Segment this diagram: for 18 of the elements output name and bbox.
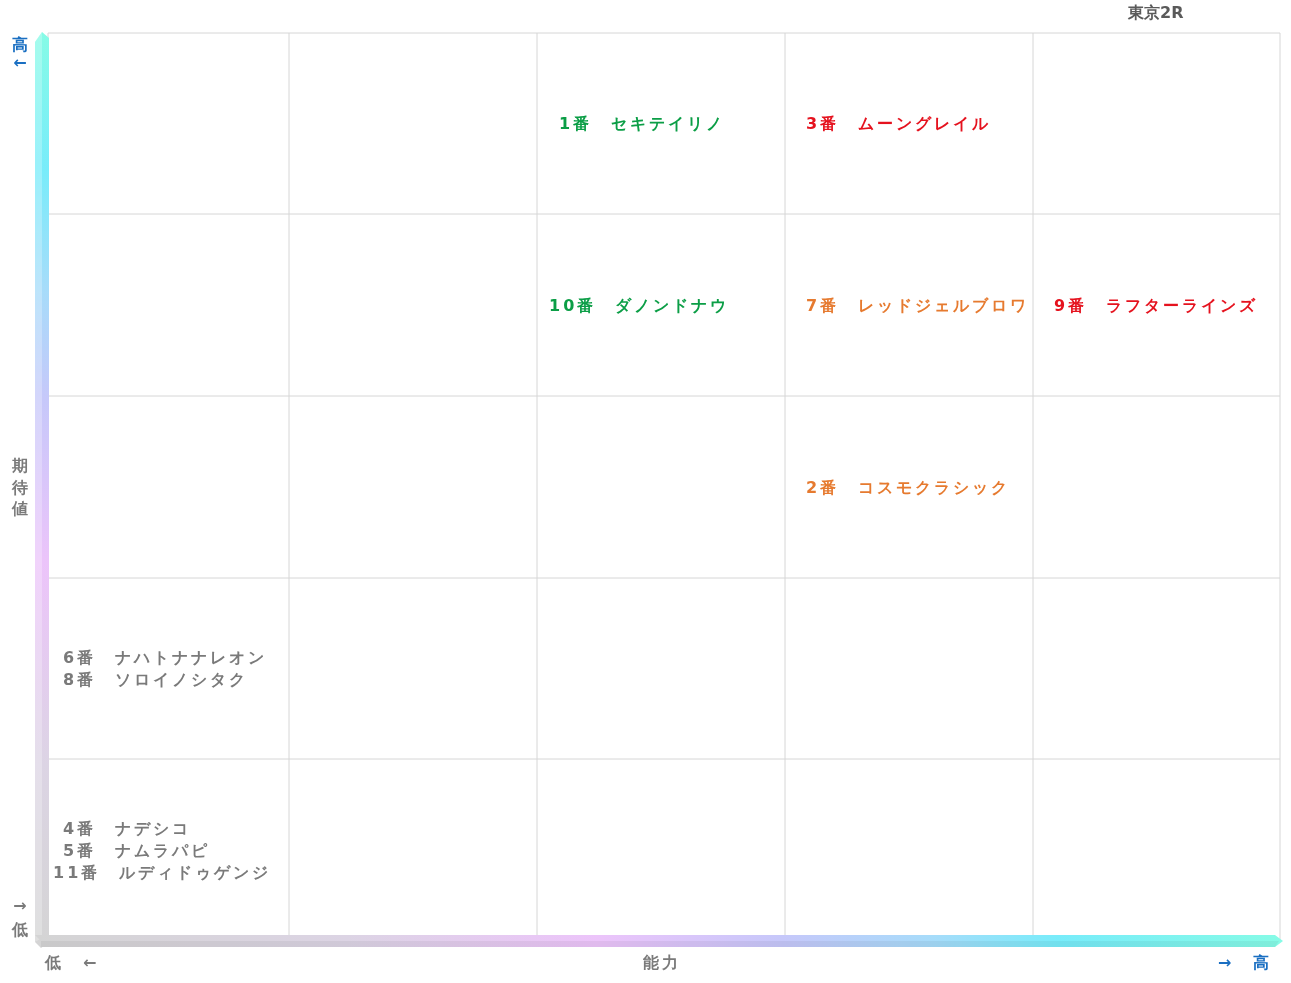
entry-label: 3番 ムーングレイル bbox=[806, 113, 992, 135]
chart-title: 東京2R bbox=[1128, 2, 1184, 24]
axis-label: →低 bbox=[11, 895, 29, 941]
axis-title: 能力 bbox=[643, 952, 681, 974]
axis-title: 期待値 bbox=[11, 455, 29, 520]
entry-label: 1番 セキテイリノ bbox=[559, 113, 726, 135]
entry-label: 11番 ルディドゥゲンジ bbox=[53, 862, 272, 884]
entry-label: 9番 ラフターラインズ bbox=[1054, 295, 1259, 317]
entry-label: 4番 ナデシコ bbox=[63, 818, 192, 840]
entry-label: 2番 コスモクラシック bbox=[806, 477, 1011, 499]
entry-label: 7番 レッドジェルブロワ bbox=[806, 295, 1030, 317]
entry-label: 6番 ナハトナナレオン bbox=[63, 647, 268, 669]
axis-label: 低 ← bbox=[45, 952, 100, 974]
axis-label: → 高 bbox=[1218, 952, 1273, 974]
entry-label: 10番 ダノンドナウ bbox=[549, 295, 730, 317]
entry-label: 5番 ナムラパピ bbox=[63, 840, 211, 862]
axis-label: 高← bbox=[11, 36, 29, 72]
entry-label: 8番 ソロイノシタク bbox=[63, 669, 249, 691]
